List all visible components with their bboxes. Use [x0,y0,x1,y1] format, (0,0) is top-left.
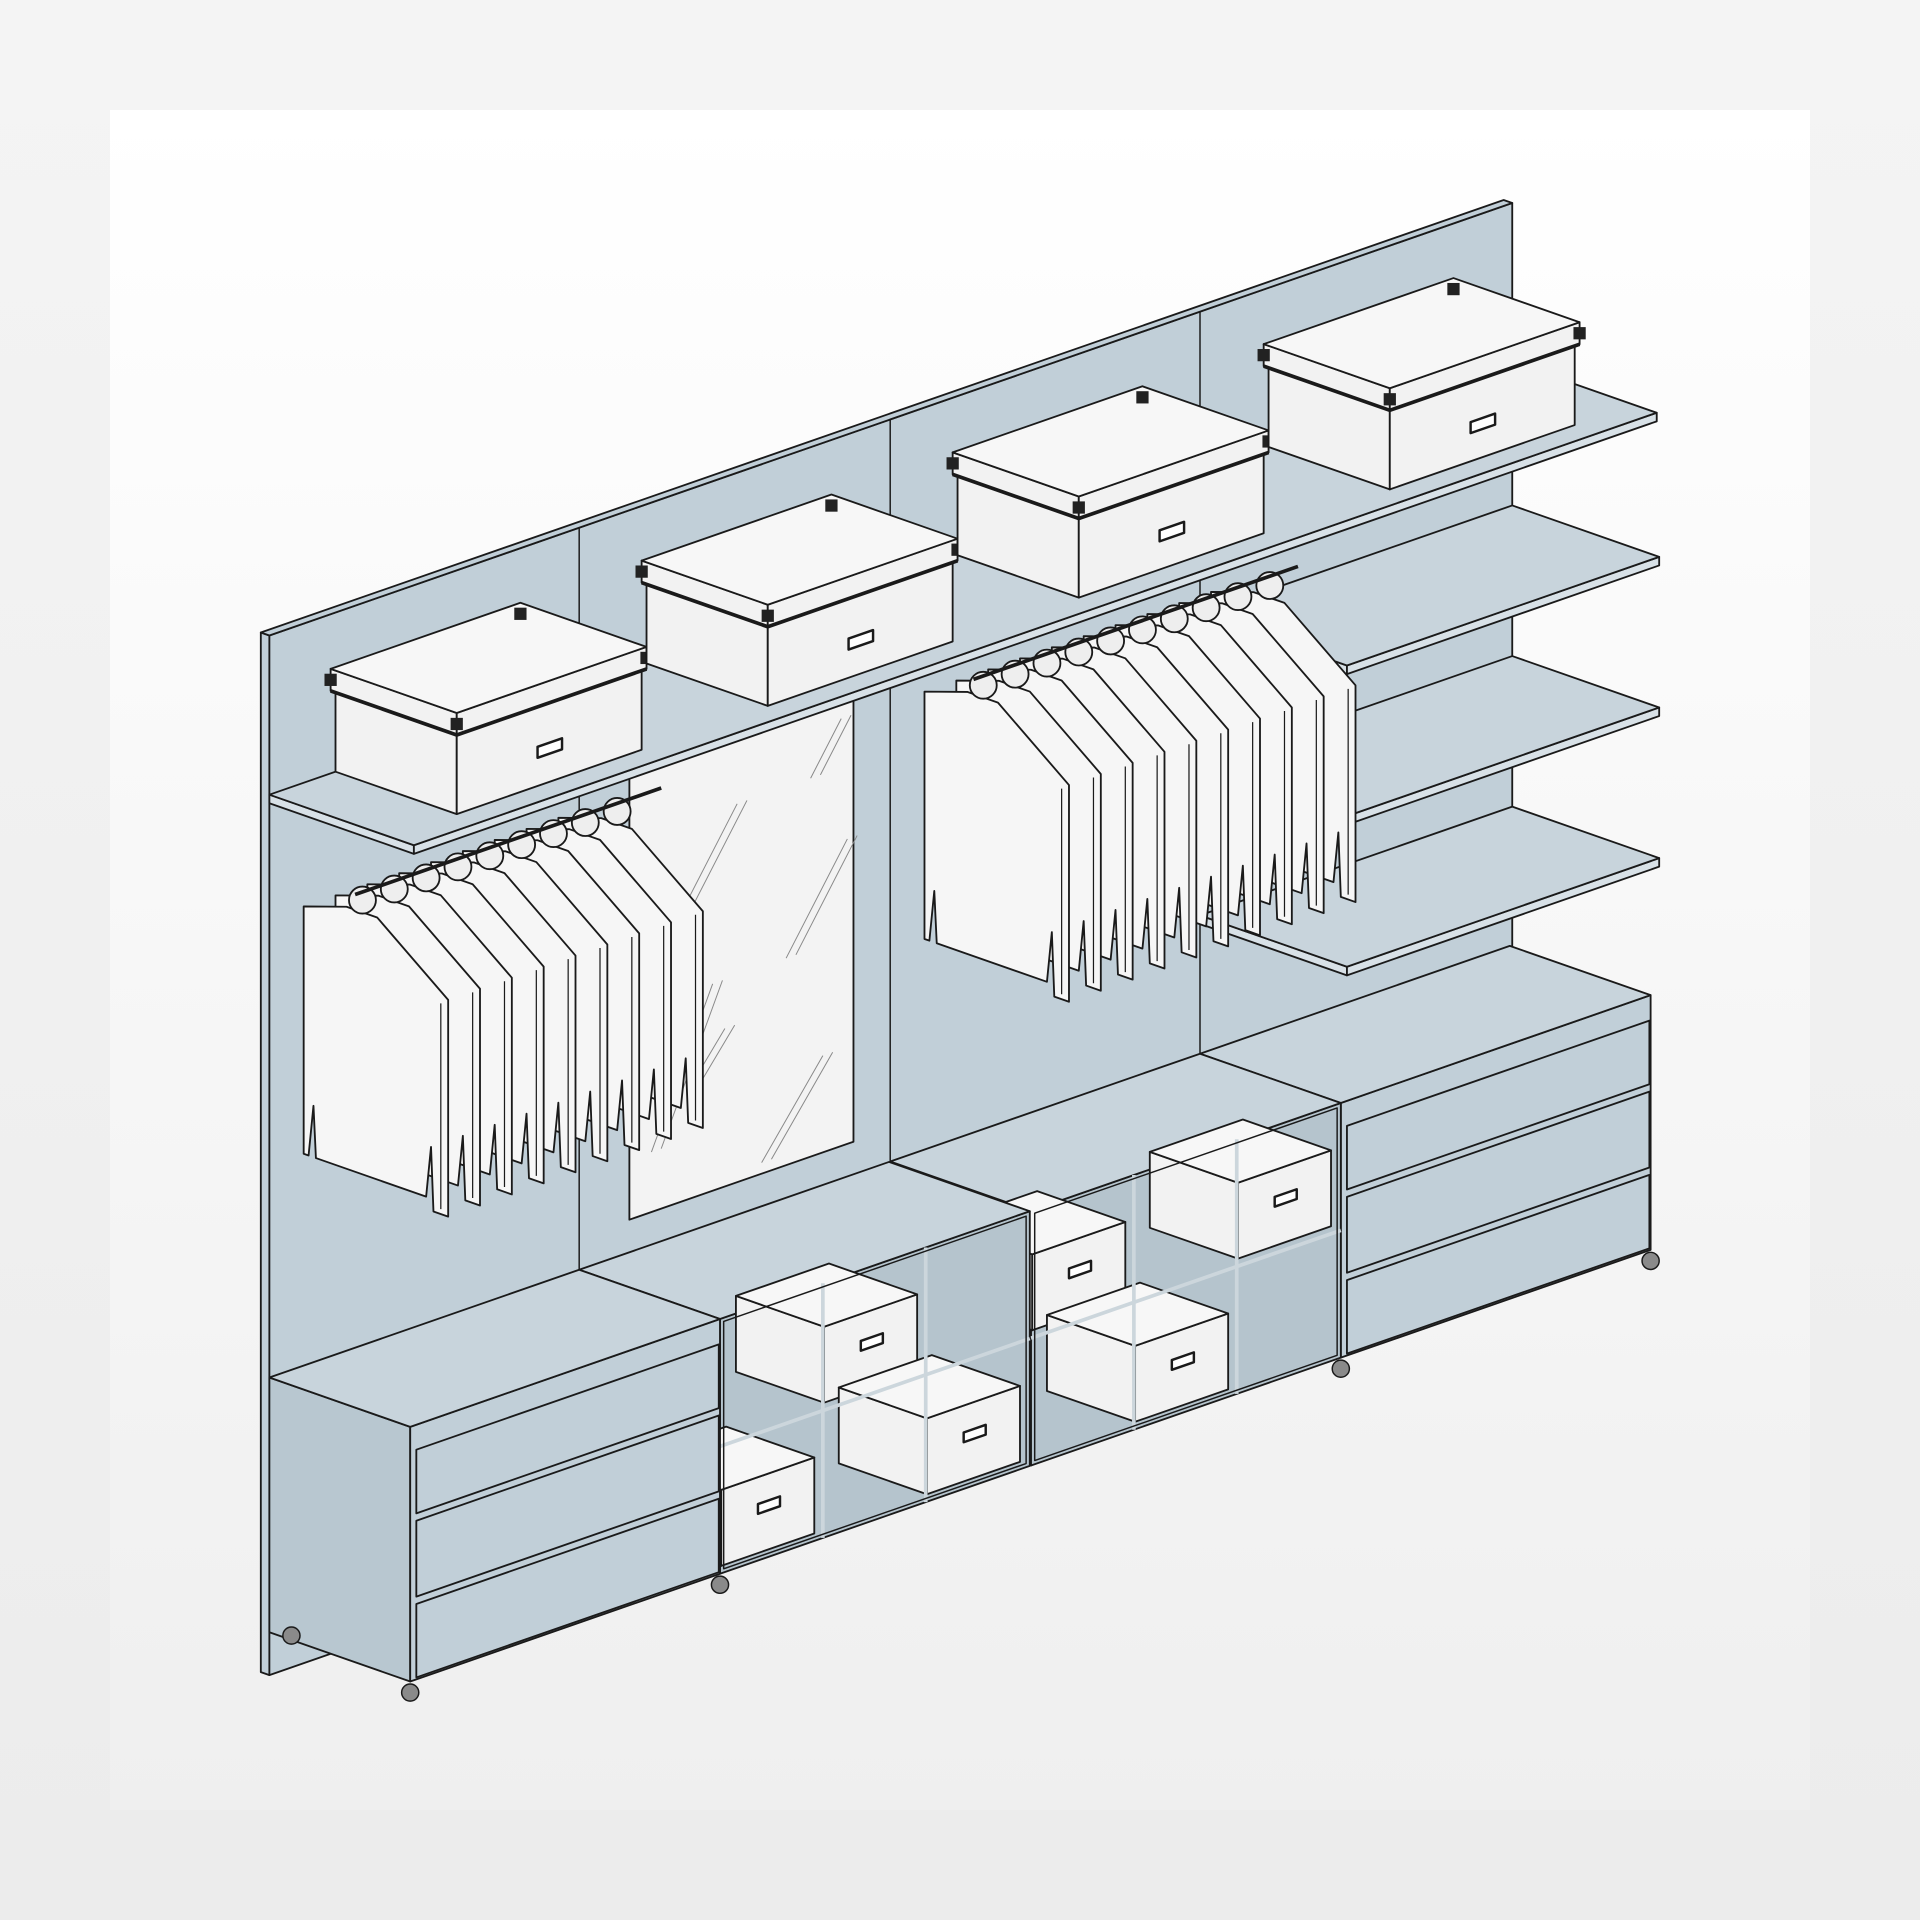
storage-box [1257,277,1586,491]
storage-box [324,601,653,816]
box-handle-icon [1469,412,1497,435]
lid-edge [641,580,769,629]
drawer-front [415,1414,720,1598]
lid-edge [456,667,648,737]
mirror-reflection-line [771,1051,834,1160]
side-shelf-top [1199,805,1661,968]
box-handle-icon [847,628,875,651]
mirror-reflection-line [685,800,748,920]
box-handle-icon [1158,520,1186,543]
drawer-front [1346,1090,1651,1274]
mirror-reflection-line [697,1024,736,1088]
corner-bracket-icon [1573,327,1586,340]
rod [354,786,662,897]
caster-wheel-icon [282,1626,301,1645]
box-handle-icon [536,737,564,760]
hanging-shirts [302,571,1357,1218]
mirror-reflection-line [795,835,858,956]
corner-bracket-icon [825,499,838,512]
box-handle-icon [1067,1259,1093,1280]
cubby-cabinet-2 [889,1052,1342,1467]
cubby-shelf [1030,1228,1342,1340]
lid-edge [952,472,1080,521]
shirt [923,670,1070,1003]
corner-bracket-icon [1136,391,1149,404]
caster-wheel-icon [1331,1359,1351,1379]
wall-top [259,199,1514,637]
cubby-box-top [1046,1281,1230,1347]
lid-edge [1389,342,1581,413]
box-lid [951,385,1270,520]
cubby-frame [1033,1107,1338,1462]
shirt-body [923,690,1070,1003]
wall-side [259,631,271,1677]
cubby-box-top [735,1262,919,1328]
caster-wheel-icon [1641,1251,1660,1271]
box-handle-icon [962,1423,987,1444]
shirt-body [302,905,450,1218]
lid-edge [767,558,959,629]
box-lid [329,601,648,736]
shirt [302,885,450,1218]
box-handle-icon [1273,1188,1298,1208]
drawer-front [1346,1173,1651,1355]
corner-bracket-icon [514,607,527,620]
storage-box [946,385,1275,599]
cubby-box-top [1148,1118,1332,1184]
caster-wheel-icon [710,1575,730,1595]
wheels [282,1251,1660,1702]
side-shelf [1199,805,1661,977]
box-handle-icon [1170,1351,1196,1372]
box-lid-top [1262,277,1581,390]
lid-edge [330,689,458,737]
corner-bracket-icon [1383,393,1396,406]
corner-bracket-icon [1072,501,1085,514]
corner-bracket-icon [761,609,774,622]
corner-bracket-icon [946,457,959,470]
drawer-cabinet-left [268,1268,721,1683]
lid-edge [1263,364,1391,413]
box-handle-icon [756,1495,782,1516]
drawer-front [1346,1019,1651,1191]
box-handle-icon [859,1332,885,1352]
corner-bracket-icon [324,673,337,686]
mirror-reflection-line [785,838,848,959]
cabinet-body-top [268,1268,721,1428]
corner-bracket-icon [450,717,463,731]
drawer-front [415,1497,720,1679]
drawer-front [415,1343,720,1515]
cubby-shelf [719,1336,1031,1449]
corner-bracket-icon [1257,349,1270,362]
corner-bracket-icon [1447,282,1460,296]
mirror-reflection-line [819,714,852,776]
caster-wheel-icon [400,1683,420,1702]
lid-edge [1078,450,1270,521]
mirror-reflection-line [761,1055,824,1163]
corner-bracket-icon [635,565,648,578]
storage-box [635,493,964,707]
cubby-box-top [837,1354,1021,1420]
cubby-frame [722,1215,1027,1570]
base-cabinets [268,944,1652,1683]
rod [972,564,1299,682]
hanging-rod [354,564,1299,897]
mirror-reflection-line [810,718,842,779]
storage-boxes-top [324,277,1586,816]
